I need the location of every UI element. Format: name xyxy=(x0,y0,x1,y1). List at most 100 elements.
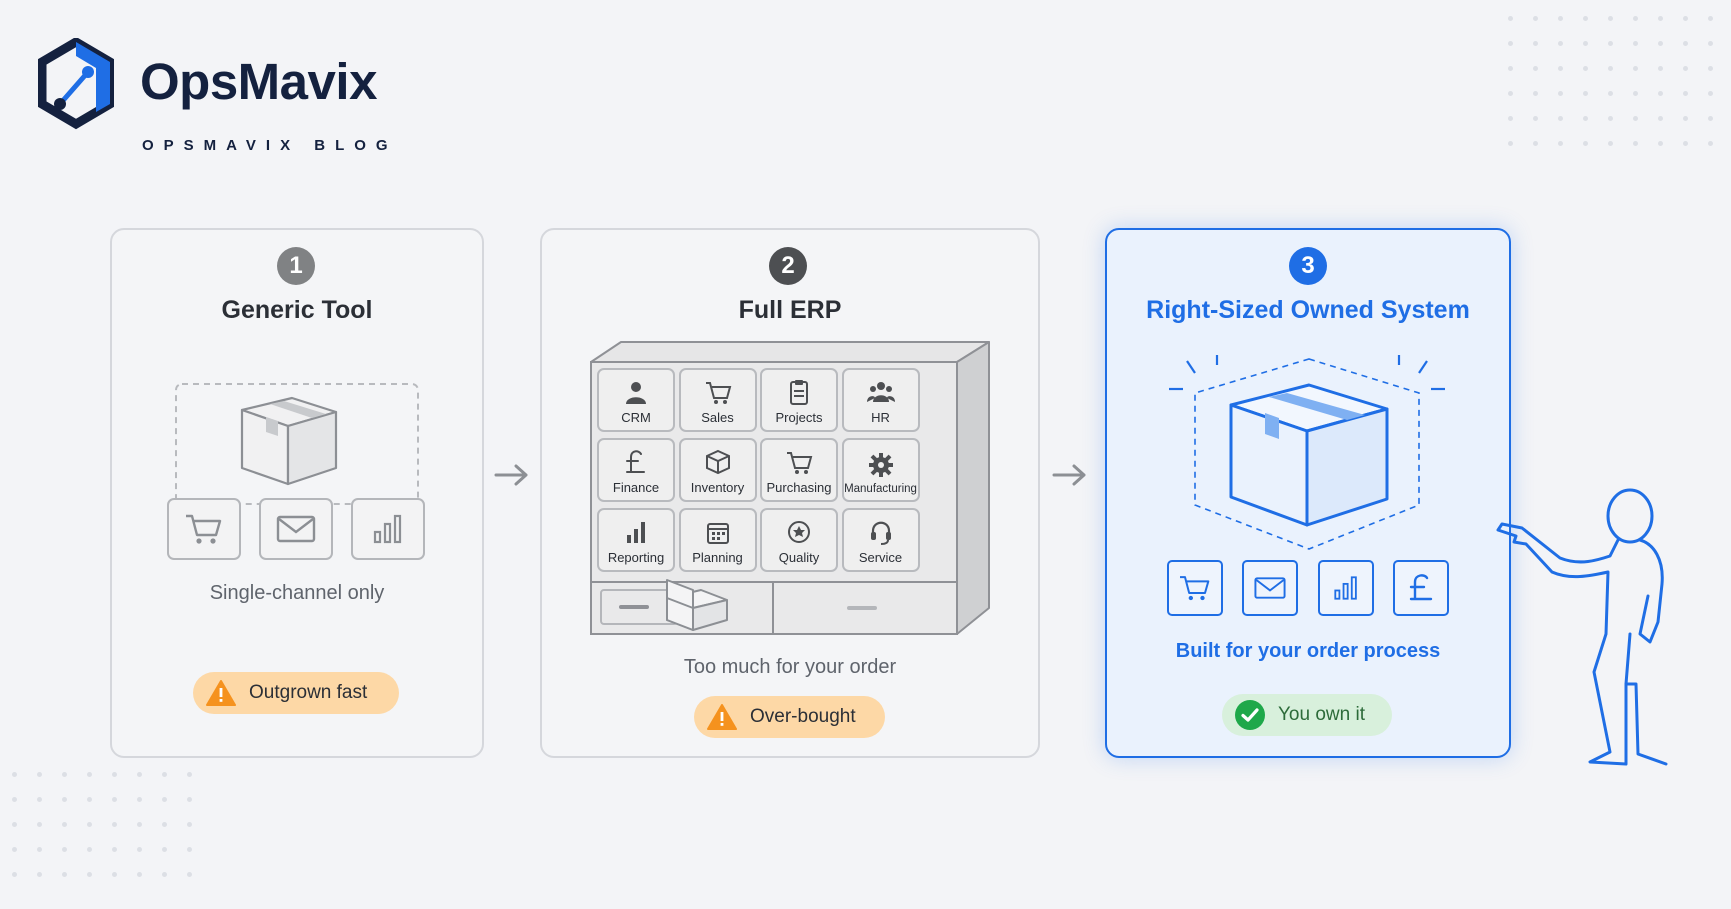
owned-tile-cart xyxy=(1167,560,1223,616)
decor-dot xyxy=(37,822,42,827)
decor-dot xyxy=(12,872,17,877)
decor-dot xyxy=(1633,141,1638,146)
badge-you-own-it: You own it xyxy=(1222,694,1392,736)
erp-module-purchasing: Purchasing xyxy=(760,438,838,502)
decor-dot xyxy=(1633,41,1638,46)
decor-dots-bottom-left xyxy=(12,772,212,897)
erp-module-label: Finance xyxy=(612,480,660,495)
sales-module-icon xyxy=(705,382,731,404)
decor-dot xyxy=(187,772,192,777)
decor-dot xyxy=(1583,116,1588,121)
decor-dot xyxy=(1633,16,1638,21)
decor-dot xyxy=(12,822,17,827)
decor-dot xyxy=(137,822,142,827)
owned-tile-chart xyxy=(1318,560,1374,616)
panel-title-right-sized-system: Right-Sized Owned System xyxy=(1146,296,1470,324)
planning-module-icon xyxy=(706,523,729,544)
bar-chart-icon xyxy=(373,514,402,544)
check-circle-icon xyxy=(1234,699,1266,731)
caption-full-erp: Too much for your order xyxy=(683,656,897,678)
badge-outgrown-fast: Outgrown fast xyxy=(193,672,399,714)
decor-dot xyxy=(37,772,42,777)
decor-dot xyxy=(62,772,67,777)
decor-dot xyxy=(1658,16,1663,21)
projects-module-icon xyxy=(790,380,808,405)
erp-module-label: HR xyxy=(871,410,890,425)
warning-icon xyxy=(205,677,237,709)
erp-module-reporting: Reporting xyxy=(597,508,675,572)
crm-module-icon xyxy=(626,382,646,404)
decor-dot xyxy=(1658,41,1663,46)
decor-dot xyxy=(1558,141,1563,146)
erp-module-label: Purchasing xyxy=(766,480,832,495)
pound-icon xyxy=(1409,574,1433,601)
erp-module-label: Planning xyxy=(692,550,743,565)
decor-dot xyxy=(137,772,142,777)
decor-dot xyxy=(1558,116,1563,121)
decor-dot xyxy=(1608,116,1613,121)
decor-dot xyxy=(1608,41,1613,46)
decor-dot xyxy=(187,847,192,852)
decor-dot xyxy=(1633,116,1638,121)
erp-module-label: CRM xyxy=(621,410,651,425)
erp-module-planning: Planning xyxy=(678,508,757,572)
manufacturing-module-icon xyxy=(868,453,893,477)
decor-dot xyxy=(87,772,92,777)
arrow-right-icon xyxy=(1052,464,1086,486)
erp-module-finance: Finance xyxy=(597,438,675,502)
inventory-module-icon xyxy=(705,449,730,475)
decor-dot xyxy=(87,822,92,827)
warning-icon xyxy=(706,701,738,733)
decor-dot xyxy=(112,872,117,877)
owned-box-illustration xyxy=(1169,355,1445,550)
erp-module-sales: Sales xyxy=(678,368,757,432)
decor-dot xyxy=(1583,16,1588,21)
decor-dot xyxy=(1708,16,1713,21)
decor-dot xyxy=(162,872,167,877)
panel-title-generic-tool: Generic Tool xyxy=(221,296,373,324)
decor-dot xyxy=(1708,66,1713,71)
decor-dot xyxy=(137,872,142,877)
decor-dot xyxy=(62,822,67,827)
decor-dot xyxy=(1508,66,1513,71)
decor-dot xyxy=(1708,141,1713,146)
mail-icon xyxy=(1254,577,1286,599)
decor-dot xyxy=(87,847,92,852)
decor-dot xyxy=(137,797,142,802)
decor-dot xyxy=(162,797,167,802)
decor-dot xyxy=(62,847,67,852)
decor-dot xyxy=(87,797,92,802)
decor-dot xyxy=(1708,41,1713,46)
caption-generic-tool: Single-channel only xyxy=(209,582,385,604)
box-icon xyxy=(240,396,338,486)
decor-dot xyxy=(12,772,17,777)
owned-tile-mail xyxy=(1242,560,1298,616)
decor-dot xyxy=(1508,116,1513,121)
decor-dot xyxy=(1508,141,1513,146)
decor-dot xyxy=(1508,91,1513,96)
badge-label: Outgrown fast xyxy=(249,682,368,703)
decor-dot xyxy=(1583,141,1588,146)
decor-dot xyxy=(1708,116,1713,121)
erp-module-hr: HR xyxy=(841,368,920,432)
decor-dot xyxy=(112,822,117,827)
erp-module-projects: Projects xyxy=(760,368,838,432)
decor-dot xyxy=(1558,66,1563,71)
decor-dot xyxy=(1658,91,1663,96)
erp-module-label: Reporting xyxy=(607,550,665,565)
decor-dot xyxy=(187,822,192,827)
arrow-right-icon xyxy=(494,464,528,486)
decor-dot xyxy=(1633,66,1638,71)
erp-module-label: Manufacturing xyxy=(844,483,917,495)
person-pointing-illustration xyxy=(1496,488,1668,766)
decor-dot xyxy=(1683,91,1688,96)
erp-module-crm: CRM xyxy=(597,368,675,432)
decor-dot xyxy=(137,847,142,852)
decor-dot xyxy=(187,872,192,877)
decor-dot xyxy=(1583,66,1588,71)
decor-dot xyxy=(1558,41,1563,46)
badge-over-bought: Over-bought xyxy=(694,696,885,738)
channel-tile-chart xyxy=(351,498,425,560)
decor-dot xyxy=(1608,16,1613,21)
decor-dot xyxy=(1533,66,1538,71)
